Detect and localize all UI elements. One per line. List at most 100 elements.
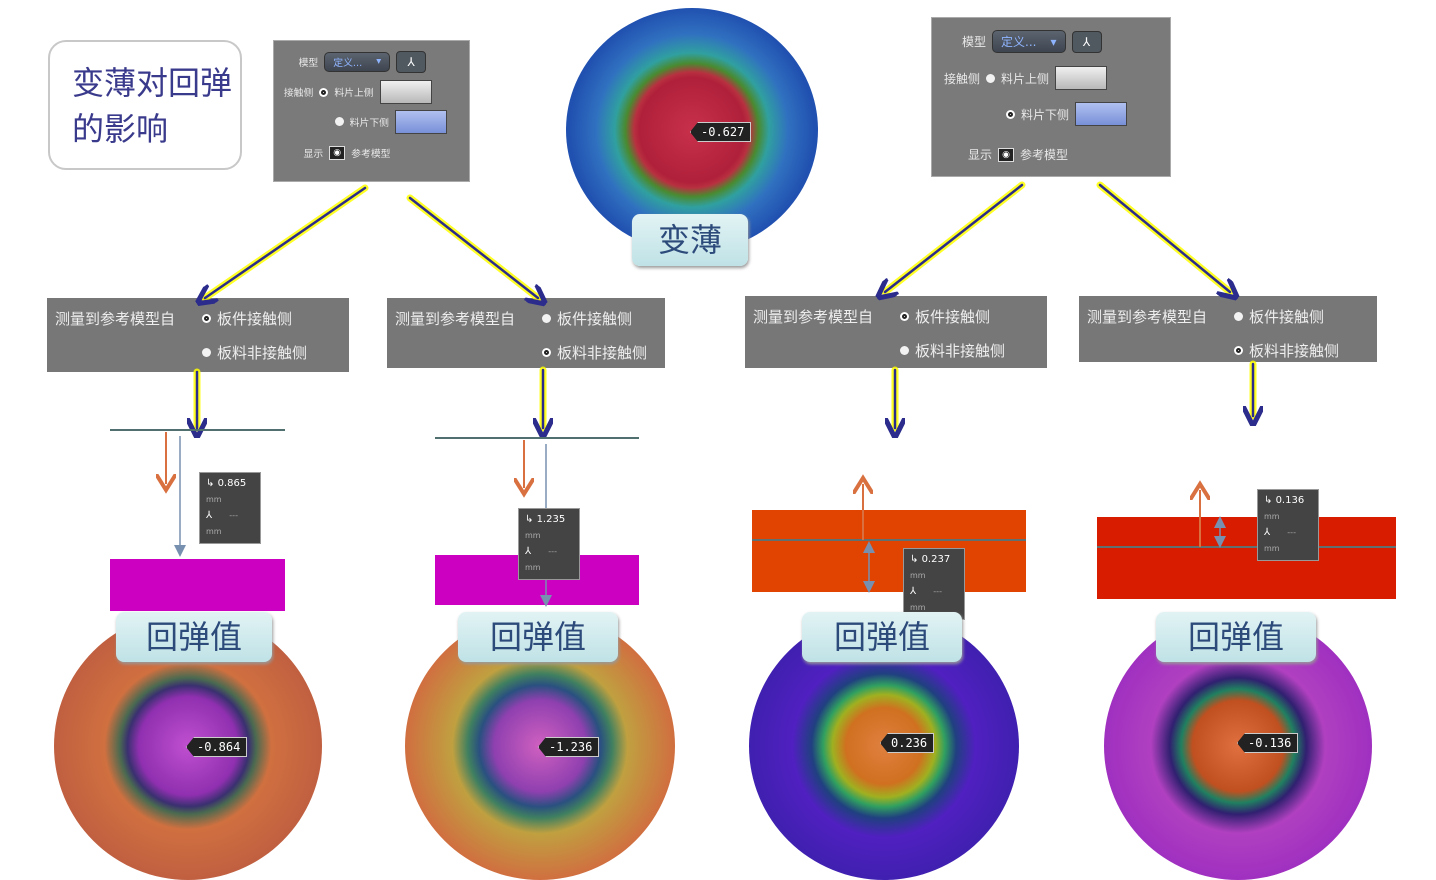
radio-upper[interactable]: [319, 87, 329, 97]
option-label: 板料非接触侧: [915, 342, 1006, 360]
radio-upper[interactable]: [986, 73, 996, 83]
upper-color-swatch[interactable]: [379, 80, 432, 105]
distance-icon: ↳: [910, 554, 922, 565]
option-label: 板件接触侧: [1249, 308, 1325, 326]
model-row: 模型定义... ▾ ⅄: [962, 30, 1102, 53]
measure-from-label: 测量到参考模型自: [55, 310, 176, 328]
model-dropdown[interactable]: 定义...▾: [324, 51, 391, 72]
option-upper-label: 料片上侧: [334, 88, 374, 100]
radio-contact-side[interactable]: [1234, 312, 1243, 321]
measure-from-label: 测量到参考模型自: [395, 310, 516, 328]
eye-icon[interactable]: ◉: [329, 145, 346, 160]
model-dropdown[interactable]: 定义... ▾: [992, 30, 1066, 53]
contact-label: 接触侧: [283, 88, 314, 100]
distance-row: ↳ 0.136 mm: [1264, 493, 1312, 525]
arrows-and-sections: [110, 181, 1396, 611]
measure-from-panel-4: 测量到参考模型自 板件接触侧板料非接触侧: [1079, 296, 1377, 362]
coord-value: ---: [933, 587, 942, 596]
option-label: 板料非接触侧: [1249, 342, 1340, 360]
distance-icon: ↳: [1264, 495, 1276, 506]
distance-unit: mm: [525, 531, 541, 540]
contact-upper-row: 接触侧 料片上侧: [283, 80, 432, 105]
distance-row: ↳ 0.237 mm: [910, 552, 958, 584]
coord-unit: mm: [525, 563, 541, 572]
coord-value: ---: [1287, 528, 1296, 537]
distance-icon: ↳: [525, 514, 537, 525]
springback-label-1: 回弹值: [116, 612, 272, 662]
distance-value: 1.235: [536, 514, 566, 525]
axis-icon: ⅄: [525, 546, 535, 557]
radio-lower[interactable]: [334, 117, 344, 127]
contact-side-panel-left: 模型定义...▾⅄接触侧料片上侧料片下侧显示◉参考模型: [273, 40, 470, 182]
display-row: 显示 ◉ 参考模型: [968, 146, 1068, 163]
coord-row: ⅄ --- mm: [910, 584, 958, 616]
axis-button[interactable]: ⅄: [396, 50, 427, 73]
option-contact-side[interactable]: 板件接触侧: [202, 308, 292, 329]
option-non-contact-side[interactable]: 板料非接触侧: [202, 342, 307, 363]
springback-value-tag-3: 0.236: [880, 733, 935, 753]
option-contact-side[interactable]: 板件接触侧: [1234, 306, 1324, 327]
distance-unit: mm: [1264, 512, 1280, 521]
axis-icon: ⅄: [910, 586, 920, 597]
radio-lower[interactable]: [1006, 109, 1015, 119]
option-label: 板件接触侧: [217, 310, 293, 328]
contact-lower-row: 料片下侧: [1006, 102, 1128, 126]
radio-contact-side[interactable]: [542, 314, 551, 323]
display-label: 显示: [968, 148, 993, 162]
radio-non-contact-side[interactable]: [1234, 346, 1243, 355]
radio-contact-side[interactable]: [900, 312, 909, 321]
option-non-contact-side[interactable]: 板料非接触侧: [1234, 340, 1339, 361]
option-label: 板件接触侧: [557, 310, 633, 328]
model-value: 定义...: [333, 57, 363, 69]
lower-color-swatch[interactable]: [394, 109, 447, 134]
option-lower-label: 料片下侧: [1021, 107, 1070, 122]
radio-non-contact-side[interactable]: [202, 348, 211, 357]
contact-upper-row: 接触侧 料片上侧: [944, 66, 1108, 90]
upper-color-swatch[interactable]: [1055, 66, 1108, 90]
axis-icon: ⅄: [206, 510, 216, 521]
slide-title: 变薄对回弹的影响: [48, 40, 242, 170]
yellow-pointer-arrows: [197, 181, 1253, 428]
option-non-contact-side[interactable]: 板料非接触侧: [542, 342, 647, 363]
thinning-label: 变薄: [632, 214, 748, 266]
measure-from-panel-1: 测量到参考模型自 板件接触侧板料非接触侧: [47, 298, 349, 372]
reference-model-label: 参考模型: [1020, 148, 1069, 162]
radio-contact-side[interactable]: [202, 314, 211, 323]
coord-unit: mm: [910, 603, 926, 612]
radio-non-contact-side[interactable]: [542, 348, 551, 357]
eye-icon[interactable]: ◉: [998, 147, 1015, 162]
contact-lower-row: 料片下侧: [334, 109, 447, 134]
model-label: 模型: [962, 35, 987, 49]
section-1: [110, 429, 285, 611]
coord-value: ---: [548, 547, 557, 556]
springback-label-2: 回弹值: [458, 612, 618, 662]
distance-unit: mm: [206, 495, 222, 504]
measurement-readout-3: ↳ 0.237 mm⅄ --- mm: [903, 548, 965, 620]
distance-unit: mm: [910, 571, 926, 580]
radio-non-contact-side[interactable]: [900, 346, 909, 355]
model-label: 模型: [298, 57, 319, 69]
springback-label-3: 回弹值: [802, 612, 962, 662]
option-contact-side[interactable]: 板件接触侧: [900, 306, 990, 327]
option-upper-label: 料片上侧: [1001, 71, 1050, 86]
contact-label: 接触侧: [944, 71, 981, 86]
lower-color-swatch[interactable]: [1075, 102, 1128, 126]
option-contact-side[interactable]: 板件接触侧: [542, 308, 632, 329]
coord-row: ⅄ --- mm: [1264, 525, 1312, 557]
chevron-down-icon: ▾: [1050, 34, 1057, 49]
springback-value-tag-2: -1.236: [538, 737, 600, 757]
distance-row: ↳ 1.235 mm: [525, 512, 573, 544]
axis-button[interactable]: ⅄: [1071, 30, 1102, 53]
option-label: 板料非接触侧: [217, 344, 308, 362]
distance-icon: ↳: [206, 478, 218, 489]
measurement-readout-2: ↳ 1.235 mm ⅄ --- mm: [518, 508, 580, 580]
springback-value-tag-1: -0.864: [186, 737, 248, 757]
measure-from-label: 测量到参考模型自: [1087, 308, 1208, 326]
option-lower-label: 料片下侧: [349, 117, 389, 129]
coord-value: ---: [229, 511, 238, 520]
distance-value: 0.237: [921, 554, 951, 565]
model-value: 定义...: [1001, 35, 1037, 49]
thinning-value-tag: -0.627: [690, 122, 752, 142]
measure-from-panel-3: 测量到参考模型自板件接触侧板料非接触侧: [745, 296, 1047, 368]
option-non-contact-side[interactable]: 板料非接触侧: [900, 340, 1005, 361]
